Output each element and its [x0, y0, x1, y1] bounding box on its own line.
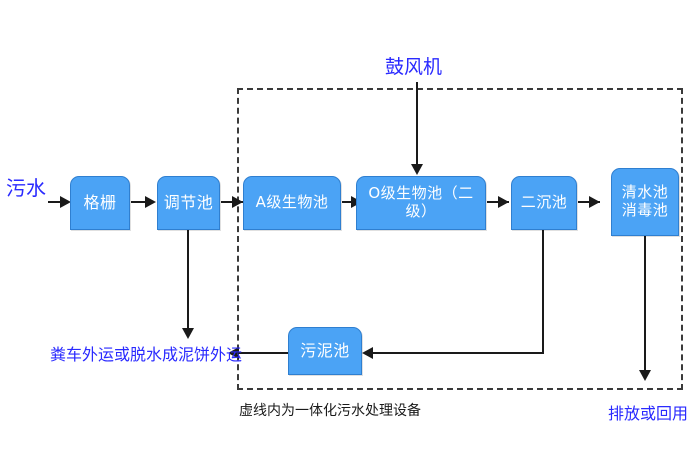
connector-secondary-to-sludge-vertical — [542, 230, 544, 353]
arrowhead-secondary-to-clearwater — [589, 196, 600, 208]
arrowhead-secondary-to-sludge — [362, 347, 373, 359]
arrowhead-regulation-to-disposal — [182, 328, 194, 339]
blower-label: 鼓风机 — [385, 56, 443, 78]
integrated-equipment-enclosure — [237, 88, 683, 390]
enclosure-caption: 虚线内为一体化污水处理设备 — [239, 403, 421, 419]
node-grid[interactable]: 格栅 — [70, 176, 130, 230]
arrowhead-o-stage-to-secondary — [498, 196, 509, 208]
outflow-label: 排放或回用 — [608, 404, 689, 423]
connector-secondary-to-sludge-horizontal — [370, 352, 544, 354]
node-regulation-tank[interactable]: 调节池 — [157, 176, 220, 230]
node-a-stage-bioreactor[interactable]: A级生物池 — [243, 176, 341, 230]
node-secondary-clarifier[interactable]: 二沉池 — [511, 176, 577, 230]
arrowhead-sludge-to-disposal — [228, 347, 239, 359]
arrowhead-blower-to-o-stage — [411, 164, 423, 175]
connector-blower-to-o-stage — [416, 82, 418, 168]
sludge-disposal-label: 粪车外运或脱水成泥饼外运 — [50, 345, 243, 364]
connector-grid-to-regulation — [131, 201, 149, 203]
arrowhead-clearwater-to-outflow — [639, 370, 651, 381]
node-clearwater-disinfection-tank[interactable]: 清水池 消毒池 — [611, 168, 679, 236]
connector-sludge-to-disposal — [236, 352, 288, 354]
arrowhead-grid-to-regulation — [145, 196, 156, 208]
connector-regulation-to-disposal — [187, 230, 189, 332]
arrowhead-regulation-to-a-stage — [232, 196, 243, 208]
connector-inflow-to-grid — [48, 201, 64, 203]
arrowhead-inflow-to-grid — [60, 196, 71, 208]
inflow-label: 污水 — [6, 176, 46, 200]
connector-clearwater-to-outflow — [644, 236, 646, 374]
node-o-stage-bioreactor[interactable]: O级生物池（二级） — [356, 176, 486, 230]
node-sludge-tank[interactable]: 污泥池 — [288, 327, 362, 375]
